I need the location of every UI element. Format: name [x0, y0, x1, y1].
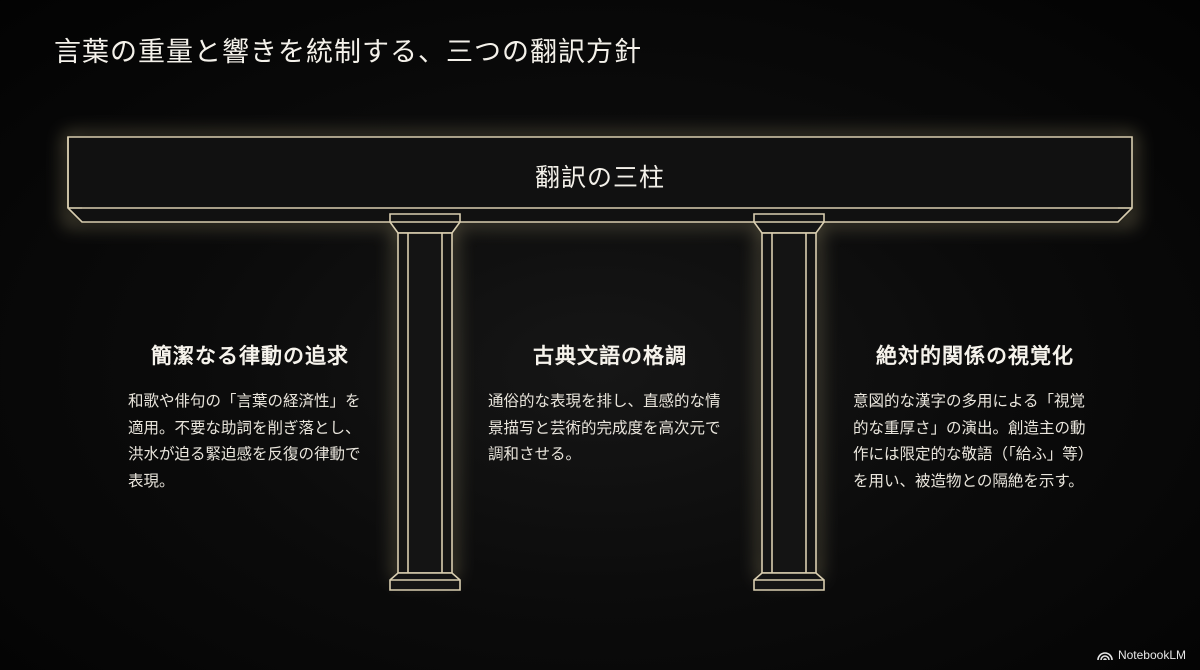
beam-label: 翻訳の三柱 — [534, 163, 665, 192]
pillar-heading-2: 古典文語の格調 — [533, 343, 687, 368]
pillar-column-3: 絶対的関係の視覚化 意図的な漢字の多用による「視覚的な重厚さ」の演出。創造主の動… — [825, 340, 1125, 494]
pillar-right — [753, 213, 825, 591]
brand-label: NotebookLM — [1117, 648, 1186, 662]
beam — [67, 136, 1133, 223]
pillar-heading-1: 簡潔なる律動の追求 — [151, 343, 349, 368]
pillar-body-2: 通俗的な表現を排し、直感的な情景描写と芸術的完成度を高次元で調和させる。 — [488, 392, 721, 463]
notebooklm-logo-icon — [1097, 651, 1113, 660]
pillar-heading-3: 絶対的関係の視覚化 — [876, 343, 1074, 368]
page-title: 言葉の重量と響きを統制する、三つの翻訳方針 — [54, 37, 642, 68]
pillar-body-3: 意図的な漢字の多用による「視覚的な重厚さ」の演出。創造主の動作には限定的な敬語（… — [853, 392, 1094, 490]
pillar-column-1: 簡潔なる律動の追求 和歌や俳句の「言葉の経済性」を適用。不要な助詞を削ぎ落とし、… — [100, 340, 400, 494]
pillar-column-2: 古典文語の格調 通俗的な表現を排し、直感的な情景描写と芸術的完成度を高次元で調和… — [460, 340, 760, 468]
pillar-left — [389, 213, 461, 591]
pillar-body-1: 和歌や俳句の「言葉の経済性」を適用。不要な助詞を削ぎ落とし、洪水が迫る緊迫感を反… — [128, 392, 361, 490]
notebooklm-brand: NotebookLM — [1097, 648, 1186, 662]
